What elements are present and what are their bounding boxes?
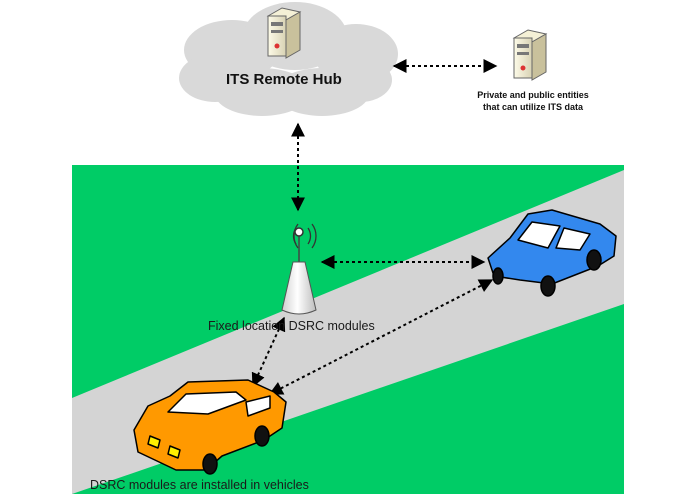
antenna-tower-icon	[281, 223, 317, 315]
entities-server-icon	[512, 29, 548, 81]
hub-label: ITS Remote Hub	[226, 71, 342, 88]
entities-label-line2: that can utilize ITS data	[483, 102, 584, 112]
orange-car-icon	[133, 379, 287, 475]
blue-car-icon	[487, 209, 617, 297]
roadside-unit-label: Fixed location DSRC modules	[208, 319, 375, 333]
hub-cloud	[179, 2, 398, 116]
connection-arrows	[251, 59, 498, 395]
vehicles-label: DSRC modules are installed in vehicles	[90, 478, 309, 492]
entities-label-line1: Private and public entities	[477, 90, 589, 100]
server-icon	[266, 7, 302, 59]
